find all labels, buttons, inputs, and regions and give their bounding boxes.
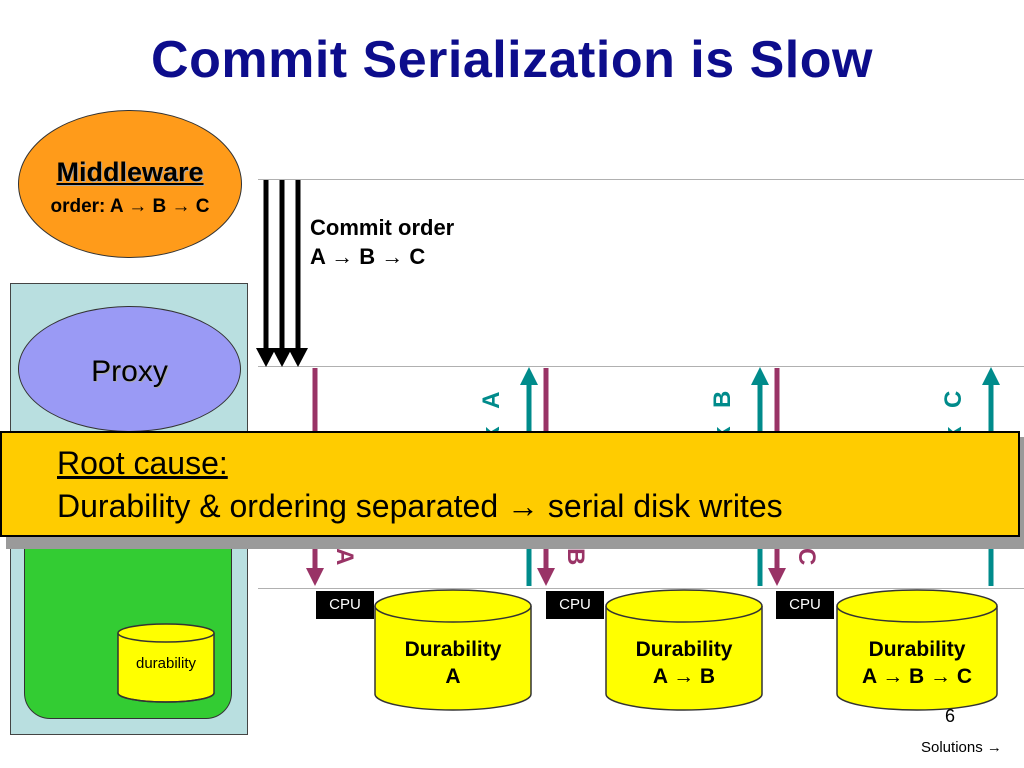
middleware-title: Middleware <box>56 157 204 187</box>
cpu-label-b: CPU <box>546 591 604 619</box>
proxy-label: Proxy <box>91 355 168 388</box>
divider-line <box>258 179 1024 180</box>
durability-disk-c <box>836 589 998 711</box>
commit-label-b: B <box>562 548 589 572</box>
durability-disk-b <box>605 589 763 711</box>
root-cause-title: Root cause: <box>57 445 228 481</box>
commit-order-sequence: A → B → C <box>310 244 426 269</box>
durability-c-line2: A → B → C <box>861 665 973 688</box>
durability-text-a: Durability A <box>391 636 515 690</box>
divider-line <box>258 588 1024 589</box>
durability-b-line1: Durability <box>635 638 733 661</box>
solutions-link[interactable]: Solutions → <box>921 739 1002 756</box>
durability-c-line1: Durability <box>868 638 966 661</box>
durability-text-c: Durability A → B → C <box>845 636 989 690</box>
root-cause-body: Durability & ordering separated → serial… <box>57 488 783 524</box>
divider-line <box>258 366 1024 367</box>
middleware-ellipse: Middleware order: A → B → C <box>18 110 242 258</box>
small-durability-disk <box>117 623 215 703</box>
durability-b-line2: A → B <box>652 665 716 688</box>
durability-disk-a <box>374 589 532 711</box>
durability-a-line1: Durability <box>404 638 502 661</box>
commit-label-c: C <box>793 548 820 572</box>
commit-order-title: Commit order <box>310 215 455 240</box>
slide-title: Commit Serialization is Slow <box>151 31 873 89</box>
durability-a-line2: A <box>445 665 461 688</box>
root-cause-box: Root cause: Durability & ordering separa… <box>0 431 1020 537</box>
commit-label-a: A <box>331 548 358 572</box>
cpu-label-a: CPU <box>316 591 374 619</box>
middleware-order: order: A → B → C <box>50 196 210 217</box>
durability-text-b: Durability A → B <box>622 636 746 690</box>
small-durability-label: durability <box>135 655 197 672</box>
commit-order-label: Commit order A → B → C <box>310 213 454 271</box>
commit-order-arrows <box>256 180 308 367</box>
cpu-label-c: CPU <box>776 591 834 619</box>
page-number: 6 <box>945 706 956 726</box>
